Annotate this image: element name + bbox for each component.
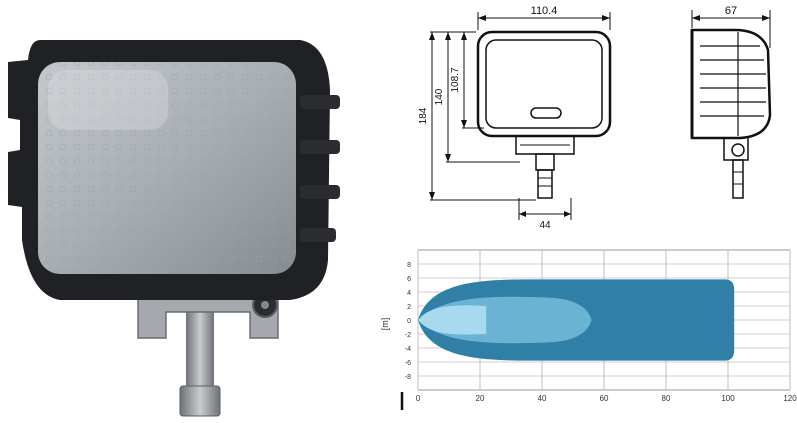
dim-housing-height: 140 <box>434 88 445 105</box>
y-tick-label: 4 <box>407 290 411 297</box>
y-axis-label: [m] <box>380 318 390 331</box>
dim-total-height: 184 <box>418 107 429 124</box>
cooling-fin <box>300 140 340 154</box>
dim-front-width: 110.4 <box>531 5 558 17</box>
y-tick-label: 8 <box>407 262 411 269</box>
x-axis-ticks: 0 20 40 60 80 100 120 <box>416 394 797 403</box>
beam-inner-zone <box>418 305 487 335</box>
y-tick-label: 2 <box>407 304 411 311</box>
work-light-photo <box>8 40 340 417</box>
mounting-bolt <box>186 300 214 410</box>
x-tick-label: 20 <box>476 394 485 403</box>
side-view-drawing <box>690 10 772 199</box>
cooling-fin <box>300 185 340 199</box>
y-tick-label: -8 <box>405 374 411 381</box>
cooling-fin <box>300 95 340 109</box>
x-tick-label: 60 <box>600 394 609 403</box>
cooling-fin <box>300 228 336 242</box>
front-housing-outline <box>476 30 612 138</box>
badge-slot <box>530 107 562 119</box>
y-tick-label: 0 <box>407 318 411 325</box>
front-bolt-outline <box>537 169 553 199</box>
bolt-nut <box>179 385 221 417</box>
x-tick-label: 100 <box>721 394 735 403</box>
side-housing-outline <box>690 28 772 140</box>
side-bolt-outline <box>732 159 744 199</box>
front-view-drawing <box>429 12 612 220</box>
y-tick-label: -2 <box>405 332 411 339</box>
dim-lens-height: 108.7 <box>450 67 461 92</box>
y-tick-label: 6 <box>407 276 411 283</box>
beam-pattern-chart: 0 20 40 60 80 100 120 -8 -6 -4 -2 0 2 4 6 8 [m] <box>380 249 797 410</box>
x-tick-label: 40 <box>538 394 547 403</box>
dim-side-depth: 67 <box>725 5 737 17</box>
dim-bracket-width: 44 <box>539 220 551 231</box>
x-tick-label: 120 <box>783 394 797 403</box>
x-tick-label: 0 <box>416 394 421 403</box>
x-tick-label: 80 <box>662 394 671 403</box>
y-tick-label: -4 <box>405 346 411 353</box>
y-axis-ticks: -8 -6 -4 -2 0 2 4 6 8 <box>405 262 411 381</box>
y-tick-label: -6 <box>405 360 411 367</box>
